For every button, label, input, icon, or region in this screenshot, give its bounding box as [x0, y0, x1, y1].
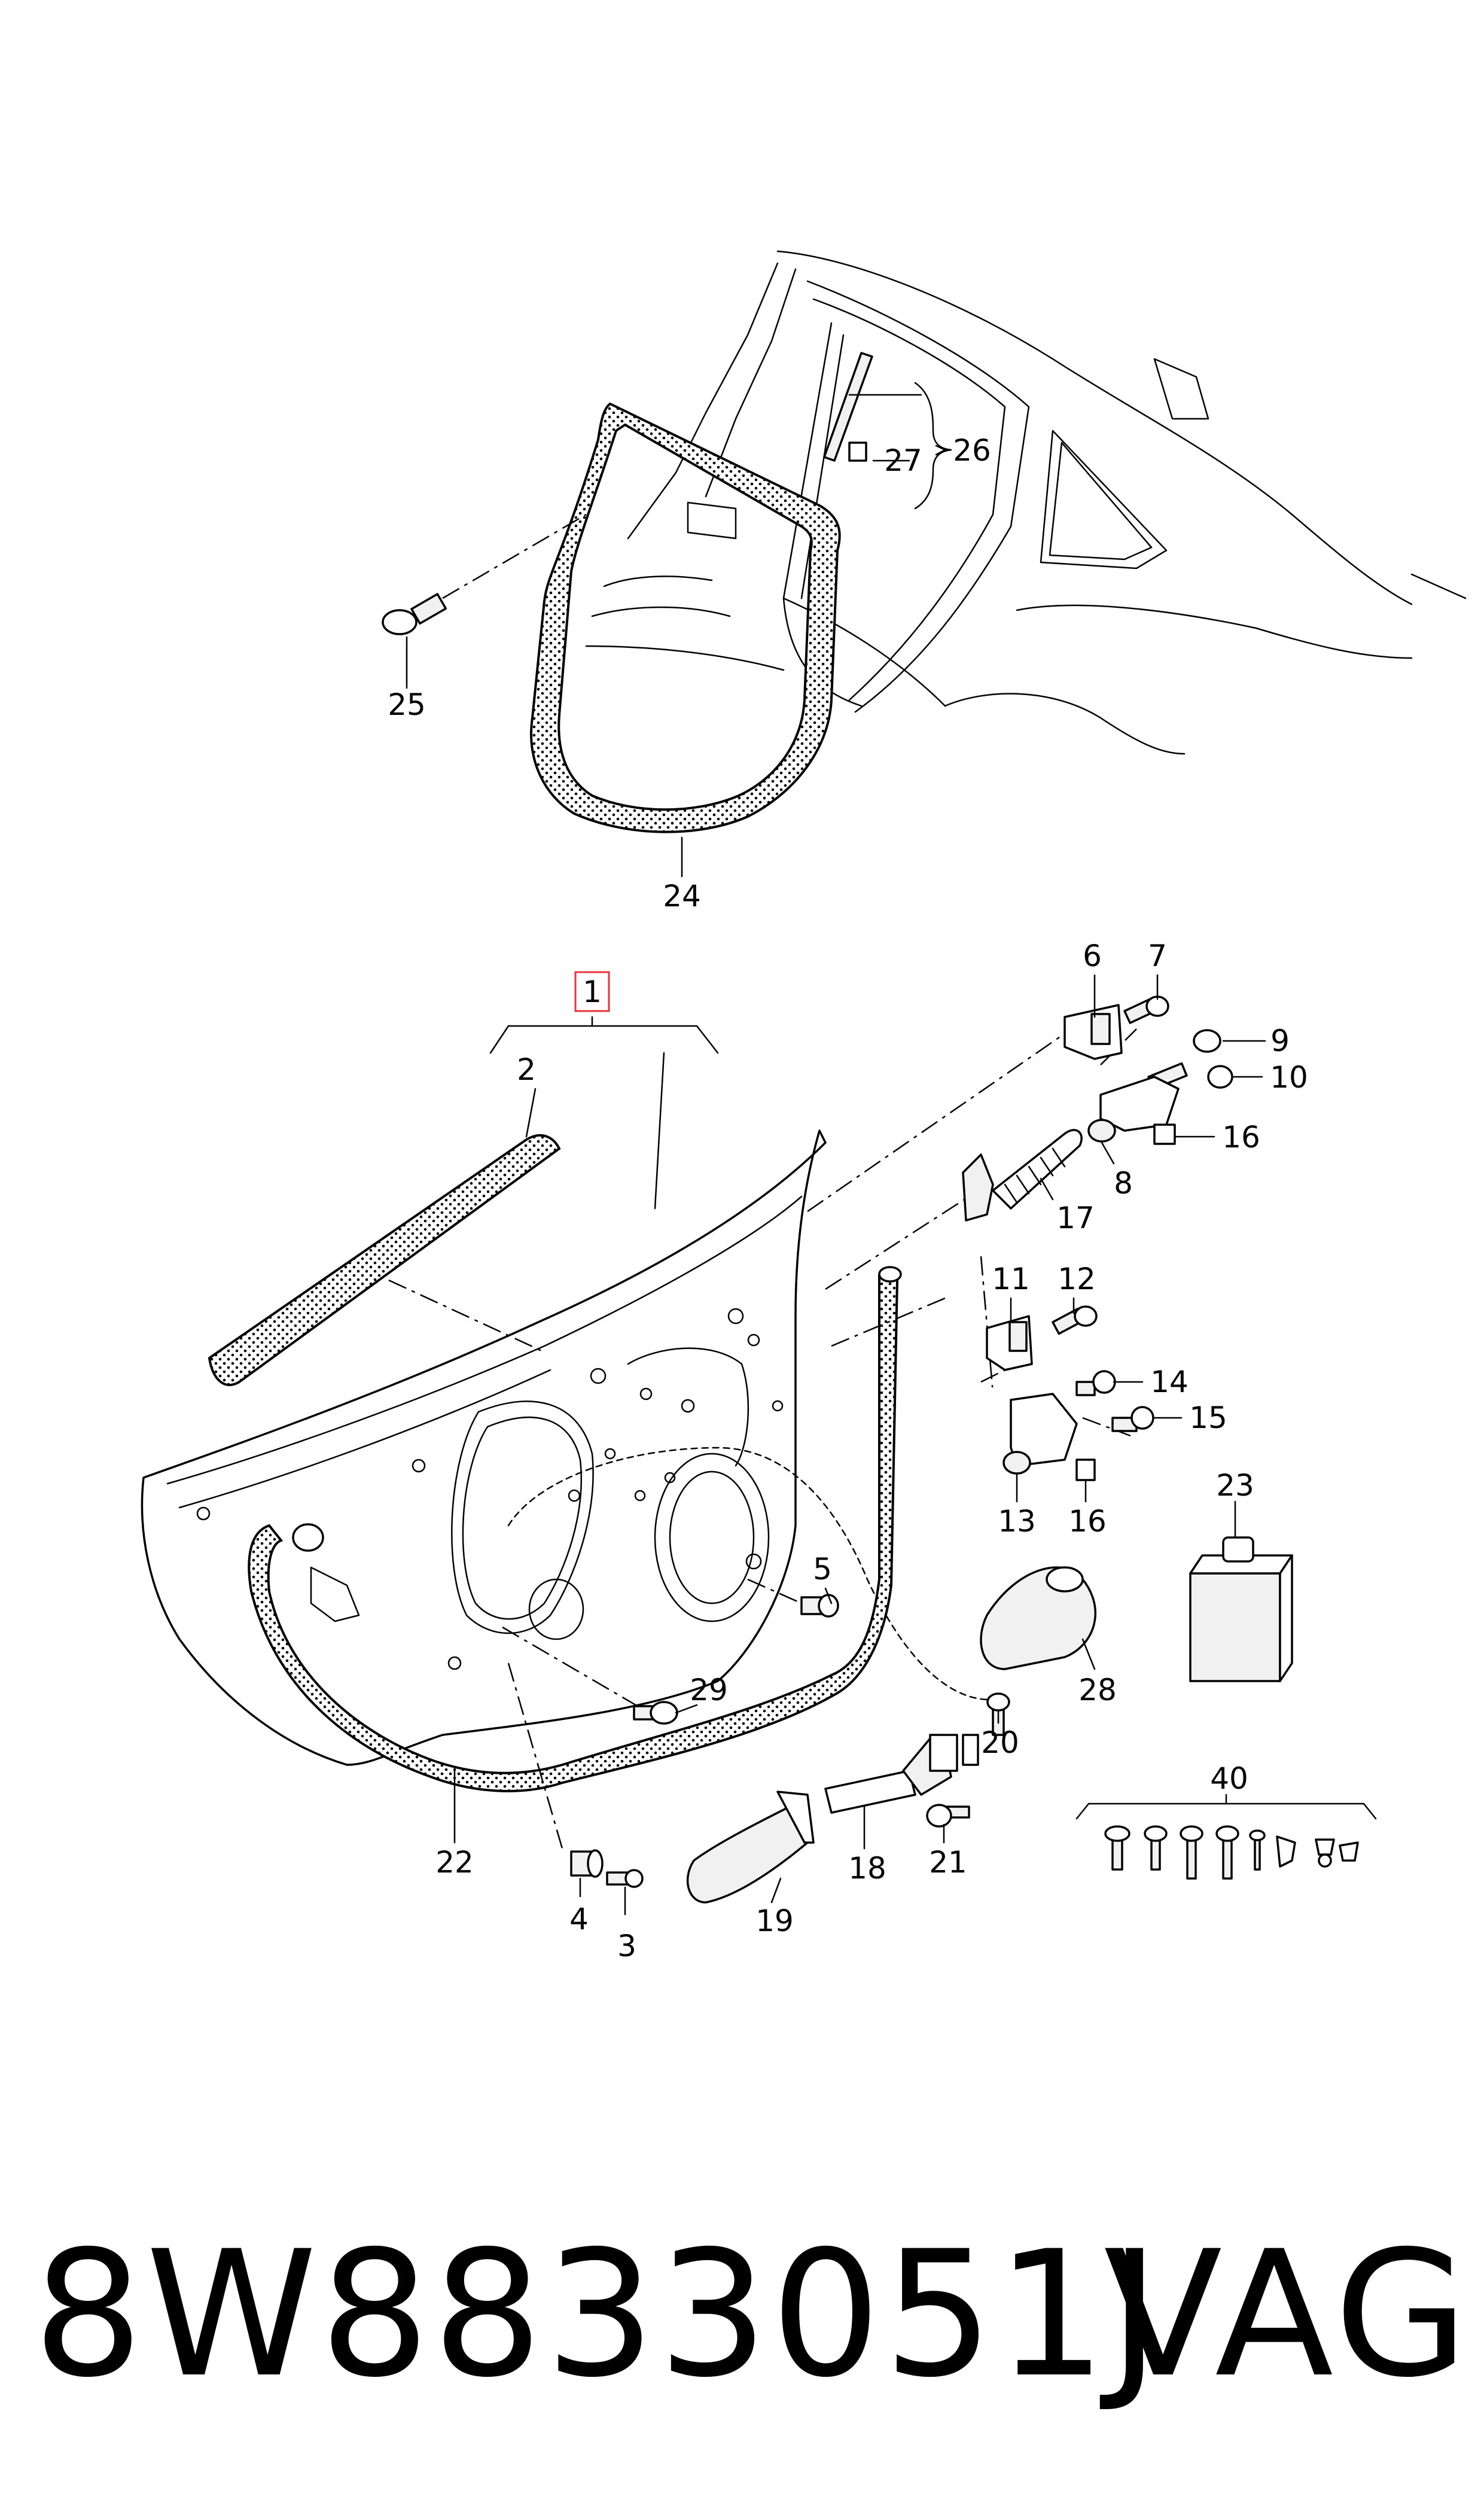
callout-19[interactable]: 19 — [755, 1904, 794, 1938]
callout-21[interactable]: 21 — [929, 1845, 967, 1880]
pillar-seal-strip — [823, 352, 873, 462]
door-handle-19 — [686, 1791, 815, 1904]
bolt-25 — [382, 513, 587, 635]
nut-9 — [1193, 1029, 1221, 1053]
handle-housing-28 — [980, 1566, 1097, 1670]
callout-6[interactable]: 6 — [1083, 939, 1102, 973]
door-check-strap-18 — [824, 1734, 979, 1814]
bolt-14 — [1075, 1370, 1116, 1396]
callout-16-upper[interactable]: 16 — [1222, 1120, 1260, 1155]
callout-12[interactable]: 12 — [1058, 1262, 1096, 1296]
callout-2[interactable]: 2 — [517, 1052, 536, 1087]
callout-18[interactable]: 18 — [848, 1851, 886, 1886]
callout-17[interactable]: 17 — [1056, 1201, 1095, 1235]
fastener-set-40 — [1104, 1825, 1359, 1880]
highlight-box-1 — [574, 971, 610, 1012]
bolt-3 — [606, 1869, 644, 1888]
callout-28[interactable]: 28 — [1078, 1673, 1117, 1707]
grommet-4 — [570, 1849, 604, 1878]
callout-9[interactable]: 9 — [1270, 1024, 1290, 1058]
callout-3[interactable]: 3 — [617, 1929, 636, 1963]
window-channel-strip — [208, 1134, 561, 1386]
callout-11[interactable]: 11 — [992, 1262, 1030, 1296]
callout-4[interactable]: 4 — [569, 1902, 589, 1937]
bolt-5 — [800, 1594, 839, 1618]
brand-label: VAG — [1104, 2214, 1472, 2416]
callout-5[interactable]: 5 — [813, 1552, 832, 1587]
bolt-15 — [1111, 1406, 1154, 1432]
part-number: 8W8833051J — [33, 2214, 1163, 2416]
callout-10[interactable]: 10 — [1270, 1060, 1308, 1095]
callout-20[interactable]: 20 — [981, 1725, 1019, 1760]
callout-29[interactable]: 29 — [690, 1673, 728, 1707]
rear-door-shell — [141, 1129, 1000, 1766]
callout-24[interactable]: 24 — [663, 879, 701, 914]
exploded-parts-diagram: 1 2 3 4 5 6 7 8 9 10 11 12 13 14 15 16 1… — [141, 250, 1467, 1963]
bolt-21 — [926, 1804, 970, 1828]
callout-1[interactable]: 1 — [583, 975, 602, 1009]
lower-hinge-13 — [1002, 1393, 1096, 1481]
clip-27 — [848, 442, 867, 462]
callout-22[interactable]: 22 — [435, 1845, 474, 1880]
callout-26[interactable]: 26 — [953, 433, 991, 468]
callout-15[interactable]: 15 — [1189, 1400, 1227, 1435]
callout-23[interactable]: 23 — [1216, 1468, 1254, 1503]
footer: 8W8833051J VAG — [0, 2213, 1484, 2417]
upper-hinge-8 — [1087, 1076, 1180, 1145]
bolt-29 — [633, 1701, 678, 1725]
callout-27[interactable]: 27 — [884, 443, 922, 478]
callout-40[interactable]: 40 — [1210, 1761, 1248, 1796]
callout-13[interactable]: 13 — [998, 1504, 1036, 1539]
door-opening-seal — [530, 402, 841, 833]
callout-7[interactable]: 7 — [1148, 939, 1167, 973]
sealant-bottle-23 — [1189, 1536, 1293, 1682]
bolt-12 — [1052, 1305, 1098, 1335]
car-body-outline — [585, 250, 1467, 755]
lower-hinge-bracket-11 — [986, 1315, 1033, 1371]
upper-hinge-bracket — [1064, 1004, 1123, 1060]
callout-16-lower[interactable]: 16 — [1068, 1504, 1107, 1539]
callouts: 1 2 3 4 5 6 7 8 9 10 11 12 13 14 15 16 1… — [388, 433, 1308, 1963]
callout-25[interactable]: 25 — [388, 687, 426, 722]
callout-14[interactable]: 14 — [1150, 1365, 1189, 1399]
bolt-7 — [1123, 995, 1169, 1024]
door-check-17 — [962, 1129, 1083, 1222]
callout-8[interactable]: 8 — [1114, 1166, 1133, 1201]
